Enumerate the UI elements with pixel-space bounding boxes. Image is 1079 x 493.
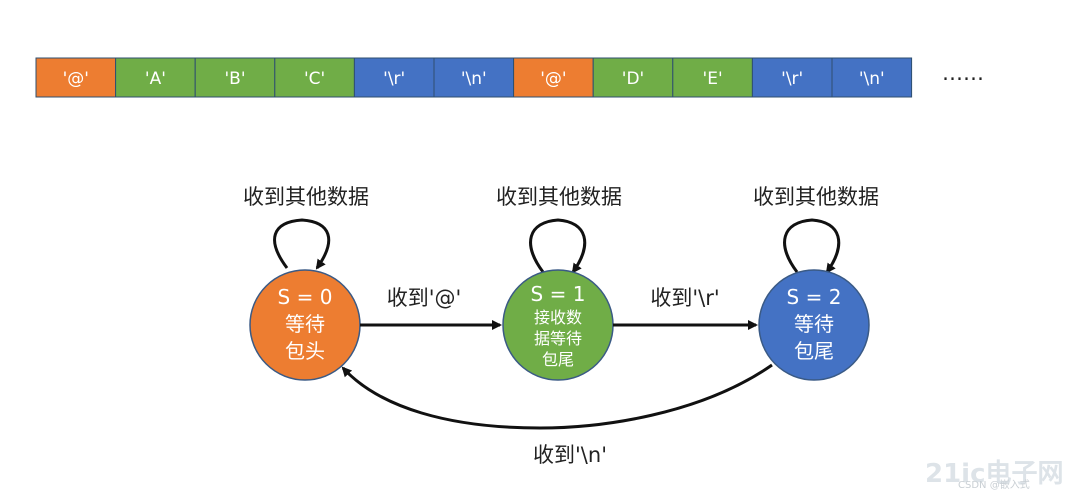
state-1-line-1: 接收数 [534, 308, 582, 327]
sequence-cell-label: 'A' [145, 69, 166, 89]
sequence-cell [513, 57, 594, 98]
watermark-sub: CSDN @嵌入式 [958, 478, 1030, 491]
sequence-cell [831, 57, 913, 98]
sequence-cell [592, 57, 674, 98]
self-loop-0-label: 收到其他数据 [243, 185, 369, 209]
sequence-cell-label: '\n' [461, 69, 487, 89]
state-0-title: S = 0 [278, 285, 333, 309]
sequence-cell [672, 57, 753, 98]
sequence-cell-label: 'D' [622, 69, 644, 89]
state-0-line-1: 等待 [285, 312, 325, 336]
transition-s1-s2-label: 收到'\r' [650, 286, 719, 310]
sequence-cell-label: '\r' [383, 69, 405, 89]
transition-s0-s1-label: 收到'@' [387, 286, 462, 310]
self-loop-2 [783, 218, 841, 274]
sequence-cell [433, 57, 515, 98]
sequence-cell-label: '\r' [781, 69, 803, 89]
state-2-line-1: 等待 [794, 312, 834, 336]
watermark-logo: 21ic电子网 [925, 459, 1064, 489]
state-1-line-3: 包尾 [542, 350, 574, 369]
sequence-cell-label: '@' [540, 69, 566, 89]
transition-s2-s0-arrow [341, 363, 773, 430]
state-1: 收到其他数据 S = 1 接收数 据等待 包尾 [496, 185, 622, 381]
sequence-cell-label: '@' [63, 69, 89, 89]
sequence-cell-label: 'B' [224, 69, 245, 89]
state-1-line-2: 据等待 [534, 329, 582, 348]
state-2-circle [758, 269, 870, 381]
state-0-line-2: 包头 [285, 339, 325, 363]
state-2-title: S = 2 [787, 285, 842, 309]
sequence-cell [35, 57, 117, 98]
sequence-ellipsis: …… [942, 61, 984, 85]
sequence-cell-label: '\n' [859, 69, 885, 89]
byte-sequence: '@' 'A' 'B' 'C' '\r' '\n' '@' 'D' 'E' '\r' '\n' [35, 57, 913, 98]
sequence-cell-label: 'E' [703, 69, 723, 89]
state-2: 收到其他数据 S = 2 等待 包尾 [753, 185, 879, 381]
self-loop-0 [273, 218, 331, 270]
sequence-cell [353, 57, 435, 98]
sequence-cell [194, 57, 276, 98]
self-loop-1 [529, 218, 587, 274]
state-0: 收到其他数据 S = 0 等待 包头 [243, 185, 369, 381]
sequence-cell [751, 57, 833, 98]
state-2-line-2: 包尾 [794, 339, 834, 363]
self-loop-1-label: 收到其他数据 [496, 185, 622, 209]
self-loop-2-label: 收到其他数据 [753, 185, 879, 209]
sequence-cell-label: 'C' [304, 69, 325, 89]
state-1-title: S = 1 [531, 282, 586, 306]
sequence-cell [115, 57, 196, 98]
transition-s2-s0-label: 收到'\n' [533, 443, 607, 467]
